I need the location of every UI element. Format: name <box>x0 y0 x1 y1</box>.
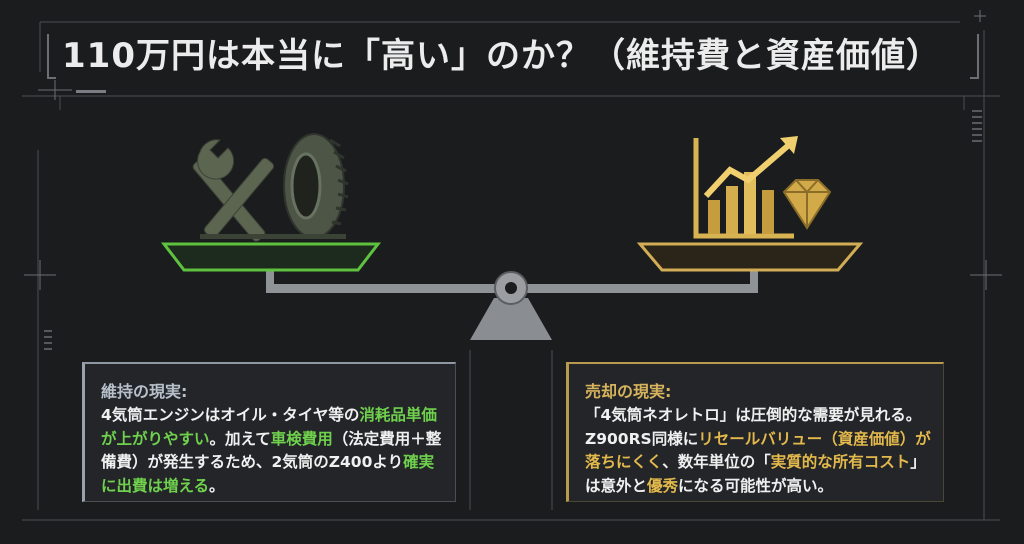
text-segment: 、数年単位の「 <box>662 453 771 471</box>
highlight-text: 実質的な所有コスト <box>770 453 911 471</box>
panel-body: 4気筒エンジンはオイル・タイヤ等の消耗品単価が上がりやすい。加えて車検費用（法定… <box>101 404 445 498</box>
diamond-icon <box>782 179 832 230</box>
text-segment: になる可能性が高い。 <box>678 476 834 495</box>
text-segment: （法定費用＋整備費）が発生するため、2気筒のZ400より <box>101 429 442 472</box>
maintenance-reality-panel: 維持の現実: 4気筒エンジンはオイル・タイヤ等の消耗品単価が上がりやすい。加えて… <box>82 362 456 502</box>
highlight-text: 確実に出費は増える <box>101 453 435 495</box>
right-pan <box>636 242 864 272</box>
panel-heading: 売却の現実: <box>585 382 672 401</box>
text-segment: 「4気筒ネオレトロ」は圧倒的な需要が見れる。Z900RS同様に <box>585 406 922 448</box>
highlight-text: 優秀 <box>647 476 679 495</box>
text-segment: 。加えて <box>209 429 271 448</box>
highlight-text: 消耗品単価が上がりやすい <box>101 406 437 448</box>
tire-icon <box>283 133 349 239</box>
panel-body: 「4気筒ネオレトロ」は圧倒的な需要が見れる。Z900RS同様にリセールバリュー（… <box>585 404 933 498</box>
left-pan <box>160 242 382 272</box>
growth-chart-icon <box>693 136 798 239</box>
panel-heading: 維持の現実: <box>101 382 188 401</box>
text-segment: 。 <box>209 476 225 495</box>
page-title: 110万円は本当に「高い」のか？（維持費と資産価値） <box>62 36 941 76</box>
resale-reality-panel: 売却の現実: 「4気筒ネオレトロ」は圧倒的な需要が見れる。Z900RS同様にリセ… <box>566 362 944 502</box>
wrench-icon <box>192 139 275 242</box>
text-segment: 4気筒エンジンはオイル・タイヤ等の <box>101 406 360 424</box>
text-segment: 」は意外と <box>585 453 926 495</box>
highlight-text: 車検費用 <box>270 429 333 448</box>
highlight-text: リセールバリュー（資産価値）が落ちにくく <box>585 429 931 472</box>
